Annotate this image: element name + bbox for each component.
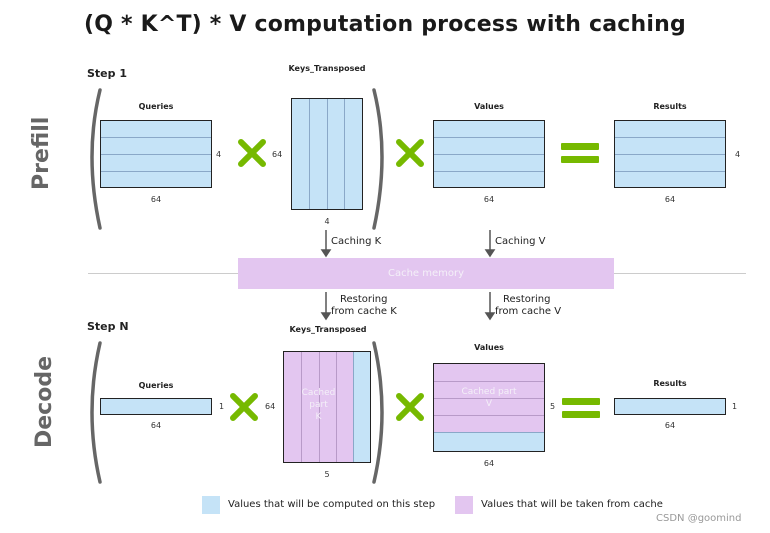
prefill-keys-label-text: Keys_Transposed [288, 64, 366, 73]
decode-keys-rows: 64 [265, 402, 276, 411]
restoring-v-line2: from cache V [495, 306, 562, 317]
prefill-results-rows: 4 [735, 150, 741, 159]
decode-values-cached-line2: V [485, 399, 493, 409]
caching-k-label: Caching K [331, 236, 382, 247]
caching-v-label: Caching V [495, 236, 546, 247]
decode-keys-computed-column [353, 352, 370, 462]
decode-keys-cached-text: Cached part K [284, 387, 353, 423]
decode-values-cached-line1: Cached part [461, 387, 517, 397]
decode-right-bracket [372, 341, 384, 484]
diagram-title: (Q * K^T) * V computation process with c… [84, 12, 686, 37]
prefill-results-label: Results [653, 102, 687, 111]
decode-keys-cached-line3: K [315, 412, 322, 422]
prefill-results-matrix [614, 120, 726, 188]
decode-queries-matrix [100, 398, 212, 415]
prefill-keys-rows: 64 [272, 150, 283, 159]
cache-memory-label: Cache memory [387, 268, 465, 279]
decode-values-cached-text: Cached part V [434, 386, 544, 410]
decode-keys-label: Keys_Transposed [283, 325, 373, 335]
decode-queries-label: Queries [138, 381, 174, 390]
decode-values-matrix: Cached part V [433, 363, 545, 452]
prefill-results-cols: 64 [664, 195, 676, 204]
legend-computed-swatch [202, 496, 220, 514]
prefill-queries-label: Queries [138, 102, 174, 111]
cache-memory-block: Cache memory [238, 258, 614, 289]
legend-cached-swatch [455, 496, 473, 514]
prefill-right-bracket [372, 88, 384, 230]
decode-keys-cached-line1: Cached [301, 388, 336, 398]
prefill-values-label: Values [474, 102, 504, 111]
decode-left-bracket [90, 341, 102, 484]
decode-equals-icon [562, 398, 600, 418]
decode-values-rows: 5 [550, 402, 556, 411]
decode-multiply-icon-2 [396, 393, 424, 421]
prefill-keys-matrix [291, 98, 363, 210]
prefill-left-bracket [90, 88, 102, 230]
legend-cached-label: Values that will be taken from cache [481, 499, 663, 510]
decode-values-cols: 64 [483, 459, 495, 468]
decode-results-label: Results [653, 379, 687, 388]
decode-queries-cols: 64 [150, 421, 162, 430]
decode-queries-rows: 1 [219, 402, 225, 411]
prefill-values-cols: 64 [483, 195, 495, 204]
prefill-step-label: Step 1 [87, 67, 127, 80]
restoring-k-line2: from cache K [331, 306, 397, 317]
restoring-k-line1: Restoring [340, 294, 388, 305]
watermark: CSDN @goomind [656, 513, 742, 524]
decode-keys-matrix: Cached part K [283, 351, 371, 463]
prefill-queries-rows: 4 [216, 150, 222, 159]
prefill-multiply-icon-2 [396, 139, 424, 167]
decode-step-label: Step N [87, 320, 129, 333]
decode-results-cols: 64 [664, 421, 676, 430]
prefill-multiply-icon-1 [238, 139, 266, 167]
decode-keys-cached-line2: part [309, 400, 328, 410]
decode-multiply-icon-1 [230, 393, 258, 421]
restoring-k-label: Restoring from cache K [331, 294, 397, 318]
decode-results-matrix [614, 398, 726, 415]
decode-keys-cols: 5 [324, 470, 330, 479]
prefill-values-matrix [433, 120, 545, 188]
decode-values-label: Values [474, 343, 504, 352]
restoring-v-label: Restoring from cache V [495, 294, 561, 318]
prefill-keys-label: Keys_Transposed [282, 64, 372, 74]
restoring-v-line1: Restoring [503, 294, 551, 305]
decode-keys-label-text: Keys_Transposed [289, 325, 367, 334]
prefill-equals-icon [561, 143, 599, 163]
prefill-keys-cols: 4 [324, 217, 330, 226]
decode-results-rows: 1 [732, 402, 738, 411]
decode-values-computed-row [434, 432, 544, 451]
prefill-queries-matrix [100, 120, 212, 188]
legend-computed-label: Values that will be computed on this ste… [228, 499, 436, 510]
prefill-queries-cols: 64 [150, 195, 162, 204]
